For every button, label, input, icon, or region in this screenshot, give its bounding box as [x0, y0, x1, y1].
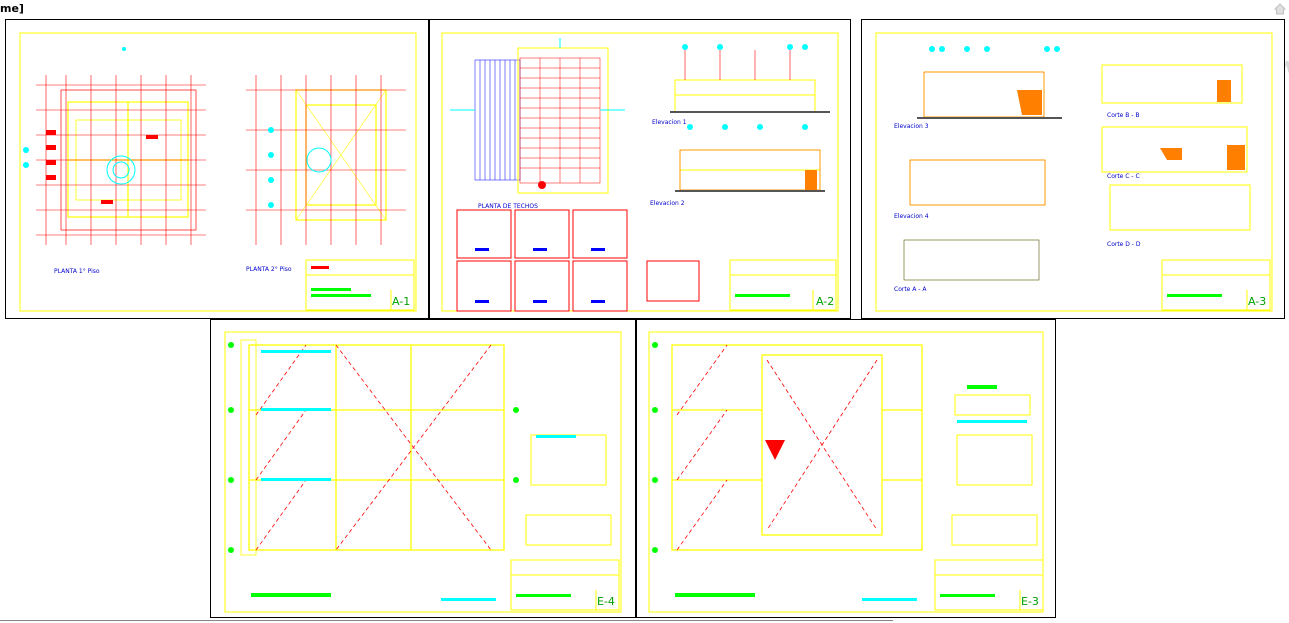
label-elevacion-2: Elevacion 2 [650, 200, 685, 207]
sheet-code: A-2 [816, 295, 835, 308]
sheet-e3[interactable]: E-3 [636, 319, 1056, 618]
sheet-e4[interactable]: E-4 [210, 319, 636, 618]
label-planta-techos: PLANTA DE TECHOS [478, 203, 538, 210]
label-planta-1: PLANTA 1° Piso [54, 268, 100, 275]
sheet-a3[interactable]: Elevacion 3 Elevacion 4 Corte A - A Cort… [861, 19, 1285, 319]
window-title-fragment: me] [0, 2, 24, 15]
sheet-code: A-3 [1248, 295, 1267, 308]
label-elevacion-1: Elevacion 1 [652, 119, 687, 126]
label-planta-2: PLANTA 2° Piso [246, 266, 292, 273]
sheet-a2[interactable]: PLANTA DE TECHOS Elevacion 1 Elevacion 2… [429, 19, 851, 319]
bottom-divider [0, 620, 893, 621]
home-icon[interactable] [1274, 3, 1286, 15]
floor-plan-2 [295, 89, 387, 221]
sheet-e4-drawing [224, 331, 622, 613]
label-corte-c: Corte C - C [1107, 173, 1140, 180]
label-corte-a: Corte A - A [894, 286, 927, 293]
label-elevacion-3: Elevacion 3 [894, 123, 929, 130]
sheet-a1[interactable]: PLANTA 1° Piso PLANTA 2° Piso A-1 [5, 19, 429, 319]
sheet-e3-drawing [648, 331, 1044, 613]
sheet-a1-drawing [19, 32, 417, 312]
sheet-a3-drawing [875, 32, 1273, 312]
label-corte-b: Corte B - B [1107, 112, 1140, 119]
label-corte-d: Corte D - D [1107, 241, 1141, 248]
sheet-a2-drawing [441, 32, 839, 312]
sheet-code: A-1 [392, 295, 411, 308]
label-elevacion-4: Elevacion 4 [894, 213, 929, 220]
sheet-code: E-4 [597, 595, 615, 608]
sheet-code: E-3 [1021, 595, 1039, 608]
